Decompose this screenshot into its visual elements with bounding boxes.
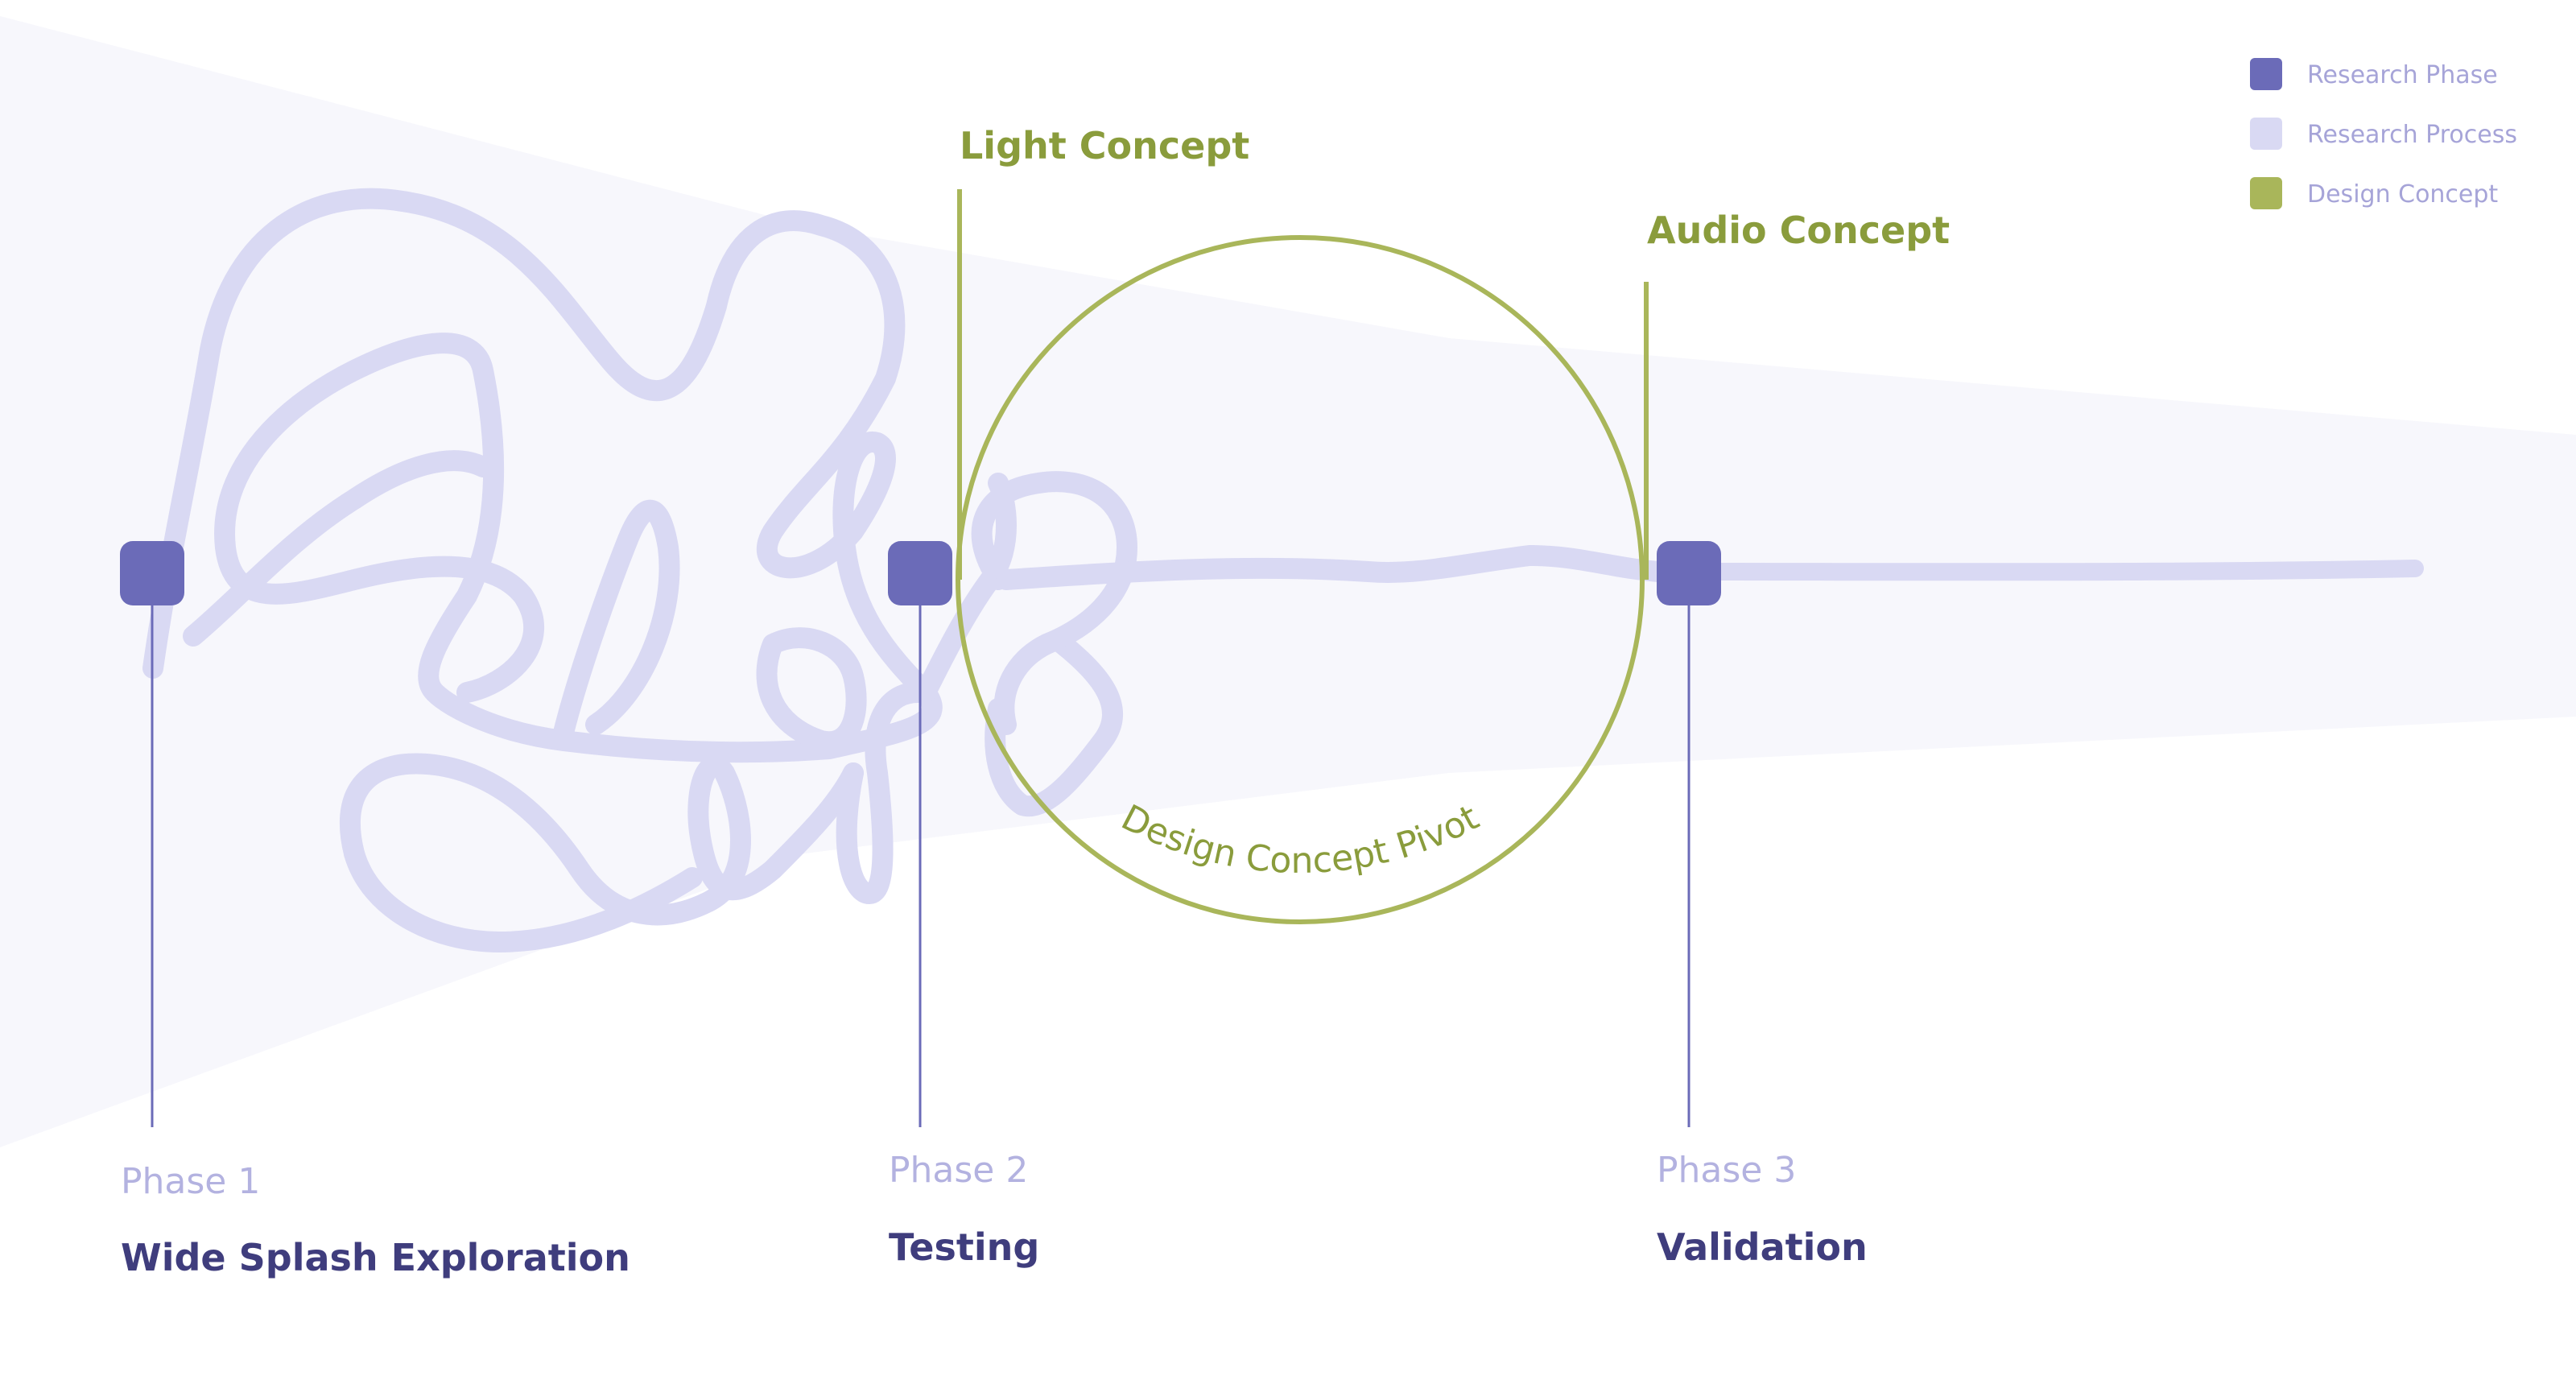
legend-label-research-phase: Research Phase	[2307, 61, 2498, 89]
phase-1-marker	[120, 541, 184, 605]
legend: Research Phase Research Process Design C…	[2250, 58, 2517, 209]
phase-2-marker	[888, 541, 952, 605]
audio-concept-label: Audio Concept	[1647, 209, 1950, 252]
phase-2-title: Testing	[889, 1225, 1039, 1269]
phase-3-marker	[1657, 541, 1721, 605]
design-concept-pivot-label: Design Concept Pivot	[1115, 797, 1485, 882]
phase-1-label: Phase 1	[121, 1161, 260, 1202]
light-concept-label: Light Concept	[960, 124, 1249, 167]
research-process-scribble	[142, 188, 2424, 952]
phase-lines	[151, 580, 1690, 1127]
legend-swatch-research-process	[2250, 118, 2282, 150]
legend-swatch-design-concept	[2250, 177, 2282, 209]
exploration-funnel	[0, 16, 2576, 1147]
phase-3-label: Phase 3	[1657, 1150, 1796, 1191]
phase-1-title: Wide Splash Exploration	[121, 1236, 630, 1279]
phase-3-title: Validation	[1657, 1225, 1868, 1269]
legend-label-research-process: Research Process	[2307, 121, 2517, 149]
legend-swatch-research-phase	[2250, 58, 2282, 90]
phase-2-label: Phase 2	[889, 1150, 1028, 1191]
legend-label-design-concept: Design Concept	[2307, 180, 2498, 209]
